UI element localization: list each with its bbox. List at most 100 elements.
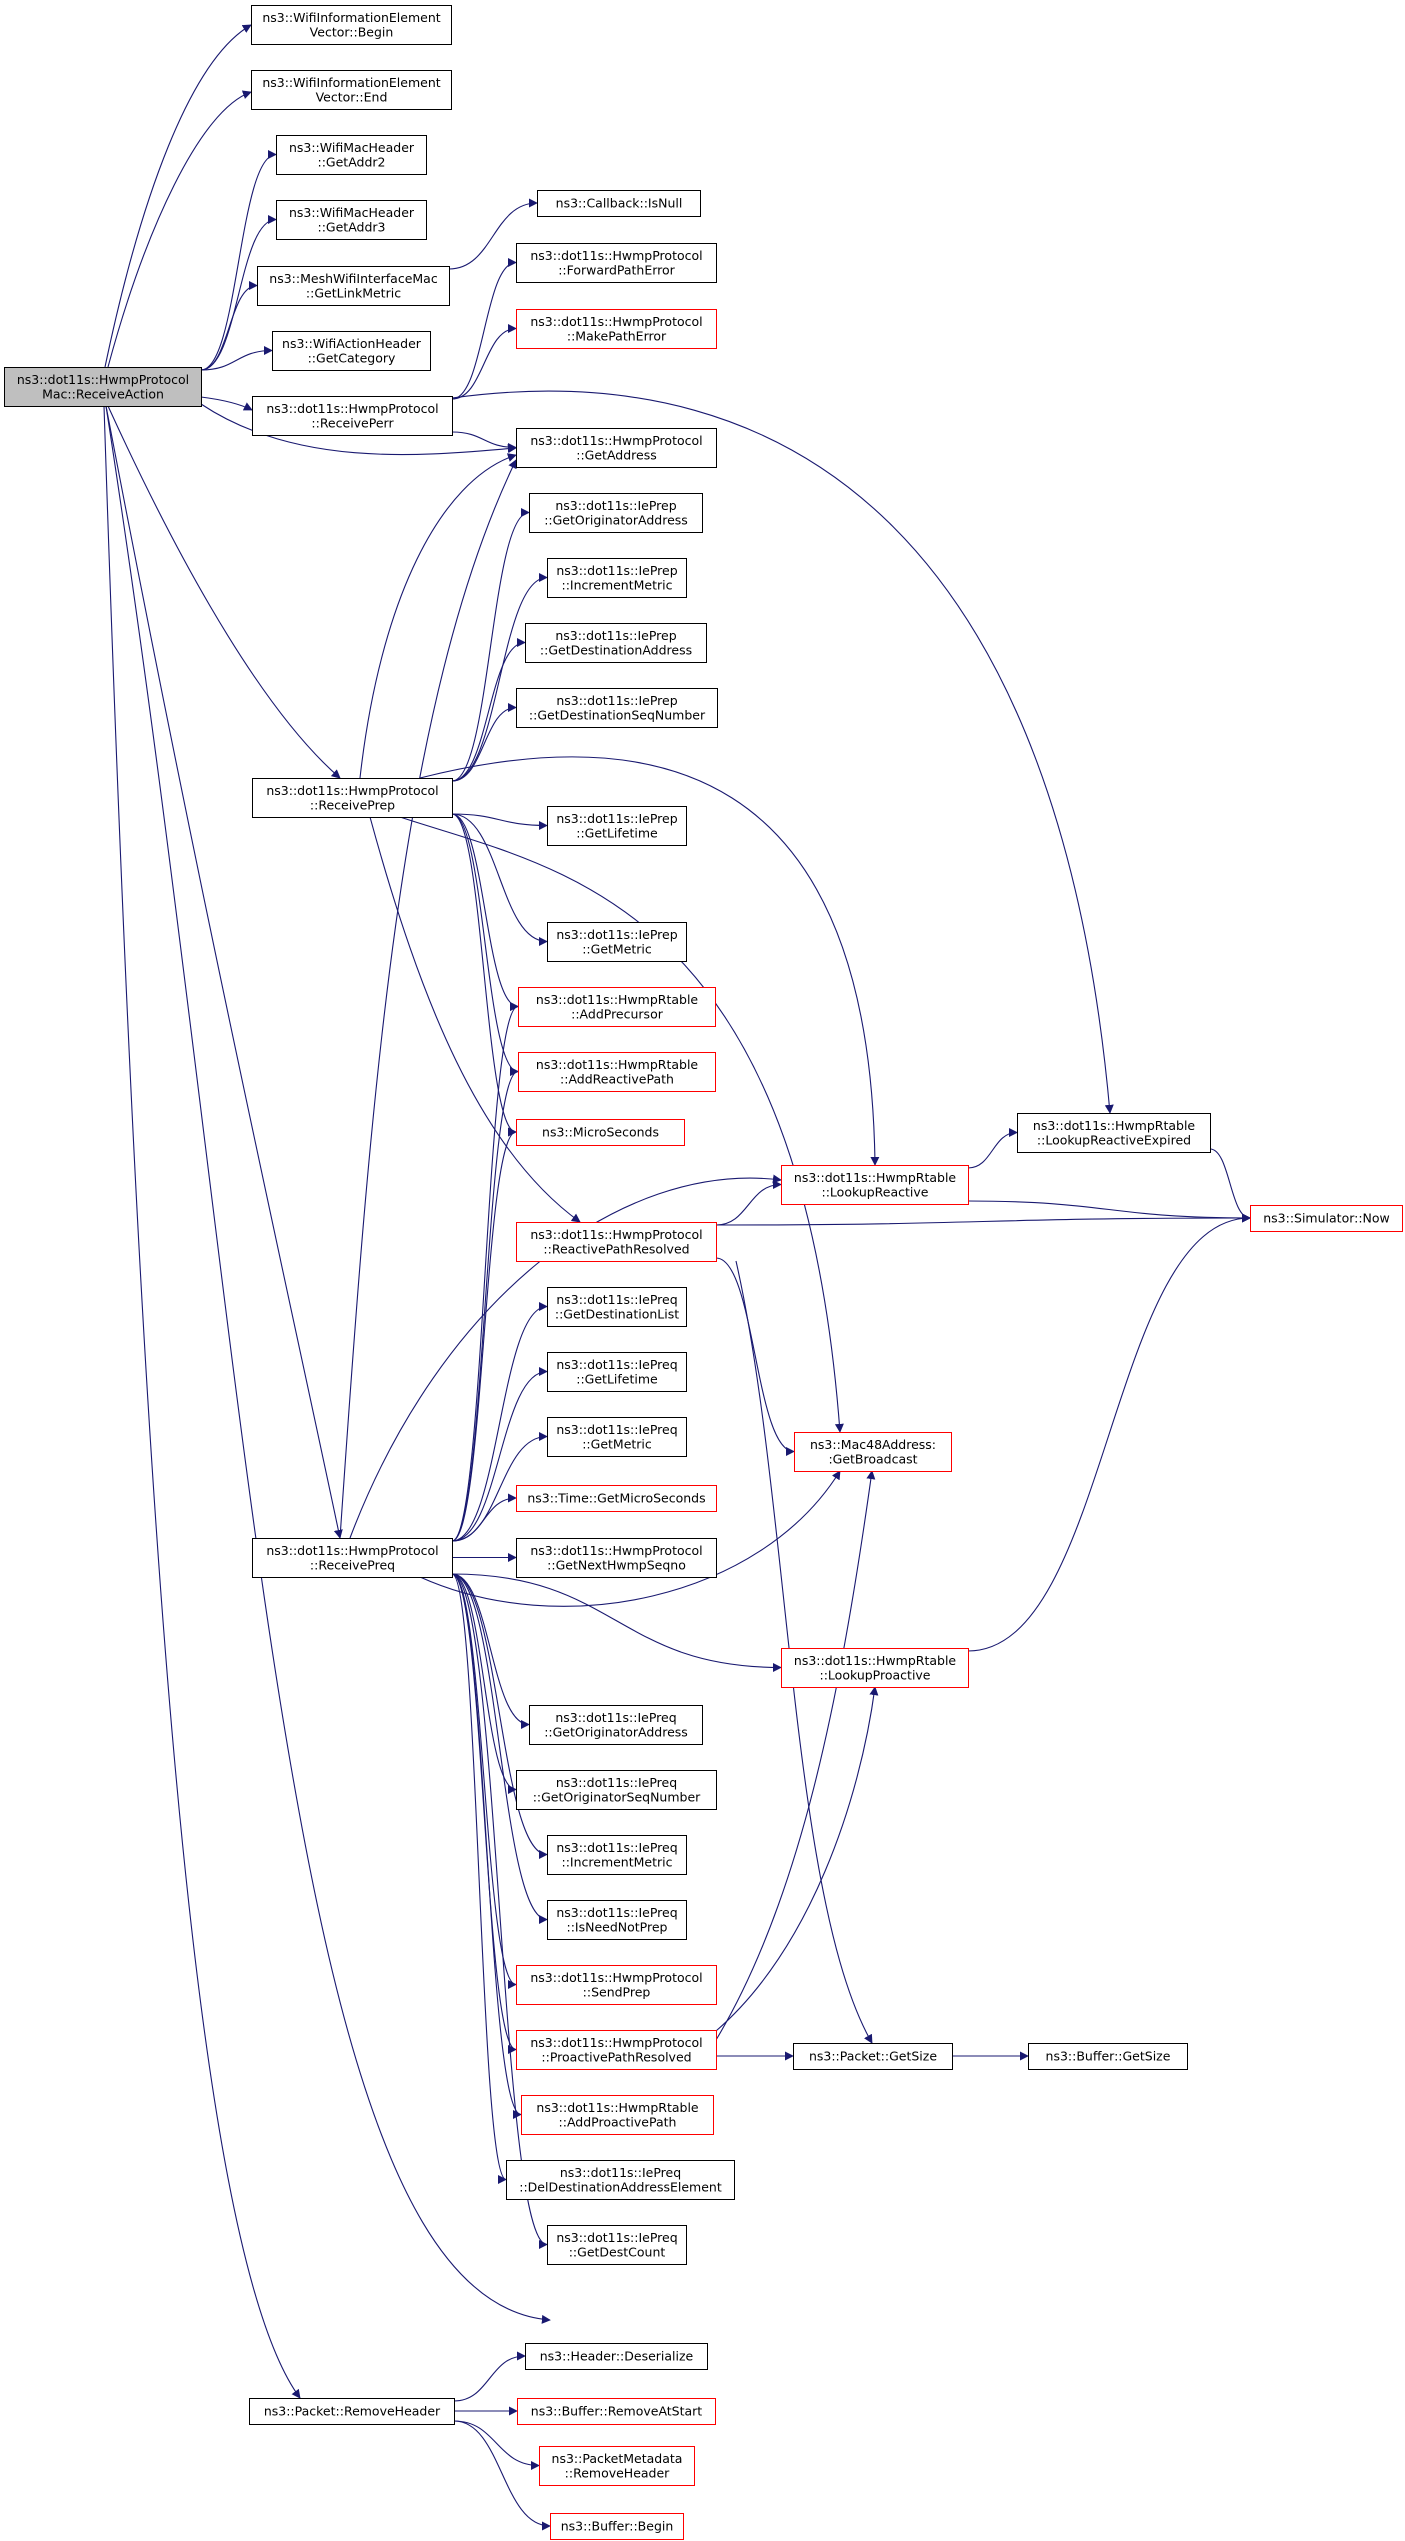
node-preq-orig-seq[interactable]: ns3::dot11s::IePreq::GetOriginatorSeqNum…: [516, 1770, 717, 1810]
node-root[interactable]: ns3::dot11s::HwmpProtocolMac::ReceiveAct…: [4, 367, 202, 407]
node-preq-need-not-prep[interactable]: ns3::dot11s::IePreq::IsNeedNotPrep: [547, 1900, 687, 1940]
node-box: [521, 2095, 714, 2135]
node-add-proactive[interactable]: ns3::dot11s::HwmpRtable::AddProactivePat…: [521, 2095, 714, 2135]
node-addr3[interactable]: ns3::WifiMacHeader::GetAddr3: [276, 200, 427, 240]
node-preq-dest-list[interactable]: ns3::dot11s::IePreq::GetDestinationList: [547, 1287, 687, 1327]
node-add-precursor[interactable]: ns3::dot11s::HwmpRtable::AddPrecursor: [518, 987, 716, 1027]
edge-receive-prep-to-add-precursor: [451, 813, 519, 1011]
node-remove-at-start[interactable]: ns3::Buffer::RemoveAtStart: [517, 2398, 716, 2425]
edge-receive-prep-to-prep-lifetime: [451, 813, 548, 830]
edge-proactive-resolved-to-get-broadcast: [715, 1470, 876, 2041]
edge-receive-preq-to-micro-seconds: [451, 1127, 517, 1542]
node-label-line: ::LookupReactiveExpired: [1037, 1132, 1191, 1147]
node-label-line: ::IncrementMetric: [561, 1854, 672, 1869]
edge-receive-preq-to-get-dest-count: [451, 1573, 548, 2249]
node-prep-lifetime[interactable]: ns3::dot11s::IePrep::GetLifetime: [547, 806, 687, 846]
node-make-path-err[interactable]: ns3::dot11s::HwmpProtocol::MakePathError: [516, 309, 717, 349]
node-header-deser[interactable]: ns3::Header::Deserialize: [525, 2343, 708, 2370]
node-prep-dest-addr[interactable]: ns3::dot11s::IePrep::GetDestinationAddre…: [525, 623, 707, 663]
edge-receive-preq-to-add-precursor: [451, 1002, 519, 1542]
node-box: [251, 5, 452, 45]
node-lookup-reactive-expired[interactable]: ns3::dot11s::HwmpRtable::LookupReactiveE…: [1017, 1113, 1211, 1153]
node-label-line: ns3::dot11s::HwmpProtocol: [530, 1227, 702, 1242]
node-prep-dest-seq[interactable]: ns3::dot11s::IePrep::GetDestinationSeqNu…: [516, 688, 718, 728]
node-prep-inc-metric[interactable]: ns3::dot11s::IePrep::IncrementMetric: [547, 558, 687, 598]
node-box: [276, 135, 427, 175]
node-label-line: ::IsNeedNotPrep: [567, 1919, 668, 1934]
node-label-line: ns3::dot11s::IePrep: [556, 693, 677, 708]
node-prep-metric[interactable]: ns3::dot11s::IePrep::GetMetric: [547, 922, 687, 962]
node-label-line: ns3::WifiActionHeader: [282, 336, 422, 351]
node-receive-perr[interactable]: ns3::dot11s::HwmpProtocol::ReceivePerr: [252, 396, 453, 436]
edge-receive-preq-to-lookup-proactive: [451, 1573, 782, 1672]
node-label-line: ::GetAddr3: [318, 219, 386, 234]
node-micro-seconds[interactable]: ns3::MicroSeconds: [516, 1119, 685, 1146]
node-box: [525, 623, 707, 663]
edge-receive-preq-to-get-broadcast: [419, 1470, 841, 1607]
node-next-seqno[interactable]: ns3::dot11s::HwmpProtocol::GetNextHwmpSe…: [516, 1538, 717, 1578]
node-box: [794, 1432, 952, 1472]
node-get-dest-count[interactable]: ns3::dot11s::IePreq::GetDestCount: [547, 2225, 687, 2265]
node-label-line: ::GetNextHwmpSeqno: [547, 1557, 686, 1572]
node-cb-is-null[interactable]: ns3::Callback::IsNull: [537, 190, 701, 217]
node-label-line: ns3::Buffer::RemoveAtStart: [531, 2404, 703, 2419]
node-label-line: ::GetDestinationList: [555, 1306, 679, 1321]
node-label-line: ns3::dot11s::HwmpProtocol: [530, 1543, 702, 1558]
node-box: [539, 2446, 695, 2486]
node-get-broadcast[interactable]: ns3::Mac48Address::GetBroadcast: [794, 1432, 952, 1472]
node-packet-get-size[interactable]: ns3::Packet::GetSize: [793, 2043, 953, 2070]
node-receive-prep[interactable]: ns3::dot11s::HwmpProtocol::ReceivePrep: [252, 778, 453, 818]
node-label-line: ns3::dot11s::IePreq: [555, 1710, 676, 1725]
node-lookup-proactive[interactable]: ns3::dot11s::HwmpRtable::LookupProactive: [781, 1648, 969, 1688]
node-fwd-path-err[interactable]: ns3::dot11s::HwmpProtocol::ForwardPathEr…: [516, 243, 717, 283]
node-preq-orig-addr[interactable]: ns3::dot11s::IePreq::GetOriginatorAddres…: [529, 1705, 703, 1745]
node-get-micro-sec[interactable]: ns3::Time::GetMicroSeconds: [516, 1485, 717, 1512]
node-label-line: ns3::dot11s::IePrep: [556, 927, 677, 942]
node-label-line: ns3::MeshWifiInterfaceMac: [269, 271, 438, 286]
node-box: [517, 2398, 716, 2425]
node-box: [506, 2160, 735, 2200]
node-buffer-begin[interactable]: ns3::Buffer::Begin: [550, 2513, 684, 2540]
node-pm-remove-header[interactable]: ns3::PacketMetadata::RemoveHeader: [539, 2446, 695, 2486]
node-get-address[interactable]: ns3::dot11s::HwmpProtocol::GetAddress: [516, 428, 717, 468]
node-add-reactive[interactable]: ns3::dot11s::HwmpRtable::AddReactivePath: [518, 1052, 716, 1092]
node-box: [547, 2225, 687, 2265]
node-label-line: ::ReactivePathResolved: [543, 1241, 689, 1256]
node-send-prep[interactable]: ns3::dot11s::HwmpProtocol::SendPrep: [516, 1965, 717, 2005]
node-reactive-resolved[interactable]: ns3::dot11s::HwmpProtocol::ReactivePathR…: [516, 1222, 717, 1262]
edge-receive-prep-to-prep-dest-seq: [451, 703, 517, 782]
node-addr2[interactable]: ns3::WifiMacHeader::GetAddr2: [276, 135, 427, 175]
node-lookup-reactive[interactable]: ns3::dot11s::HwmpRtable::LookupReactive: [781, 1165, 969, 1205]
node-label-line: ::ReceivePreq: [310, 1557, 395, 1572]
node-label-line: Vector::Begin: [310, 24, 394, 39]
node-preq-metric[interactable]: ns3::dot11s::IePreq::GetMetric: [547, 1417, 687, 1457]
node-preq-lifetime[interactable]: ns3::dot11s::IePreq::GetLifetime: [547, 1352, 687, 1392]
edge-receive-preq-to-preq-inc-metric: [451, 1573, 548, 1859]
node-label-line: ns3::dot11s::HwmpRtable: [536, 1057, 699, 1072]
node-box: [276, 200, 427, 240]
edge-receive-prep-to-lookup-reactive: [419, 756, 880, 1166]
node-label-line: ns3::dot11s::HwmpRtable: [536, 2100, 699, 2115]
node-preq-inc-metric[interactable]: ns3::dot11s::IePreq::IncrementMetric: [547, 1835, 687, 1875]
node-link-metric[interactable]: ns3::MeshWifiInterfaceMac::GetLinkMetric: [257, 266, 450, 306]
node-box: [518, 1052, 716, 1092]
node-del-dest-addr-elem[interactable]: ns3::dot11s::IePreq::DelDestinationAddre…: [506, 2160, 735, 2200]
node-receive-preq[interactable]: ns3::dot11s::HwmpProtocol::ReceivePreq: [252, 1538, 453, 1578]
node-get-category[interactable]: ns3::WifiActionHeader::GetCategory: [272, 331, 431, 371]
node-sim-now[interactable]: ns3::Simulator::Now: [1250, 1205, 1403, 1232]
node-label-line: ::LookupReactive: [822, 1184, 929, 1199]
node-label-line: ns3::dot11s::IePrep: [556, 563, 677, 578]
node-remove-header[interactable]: ns3::Packet::RemoveHeader: [249, 2398, 455, 2425]
node-proactive-resolved[interactable]: ns3::dot11s::HwmpProtocol::ProactivePath…: [516, 2030, 717, 2070]
node-box: [516, 688, 718, 728]
node-label-line: ns3::MicroSeconds: [542, 1125, 659, 1140]
node-label-line: ::ForwardPathError: [558, 262, 675, 277]
node-prep-orig-addr[interactable]: ns3::dot11s::IePrep::GetOriginatorAddres…: [529, 493, 703, 533]
node-label-line: ns3::dot11s::HwmpProtocol: [266, 783, 438, 798]
node-buffer-get-size[interactable]: ns3::Buffer::GetSize: [1028, 2043, 1188, 2070]
edge-receive-perr-to-make-path-err: [451, 324, 517, 400]
edge-lookup-proactive-to-sim-now: [967, 1213, 1251, 1652]
edge-lookup-reactive-expired-to-sim-now: [1209, 1148, 1251, 1223]
